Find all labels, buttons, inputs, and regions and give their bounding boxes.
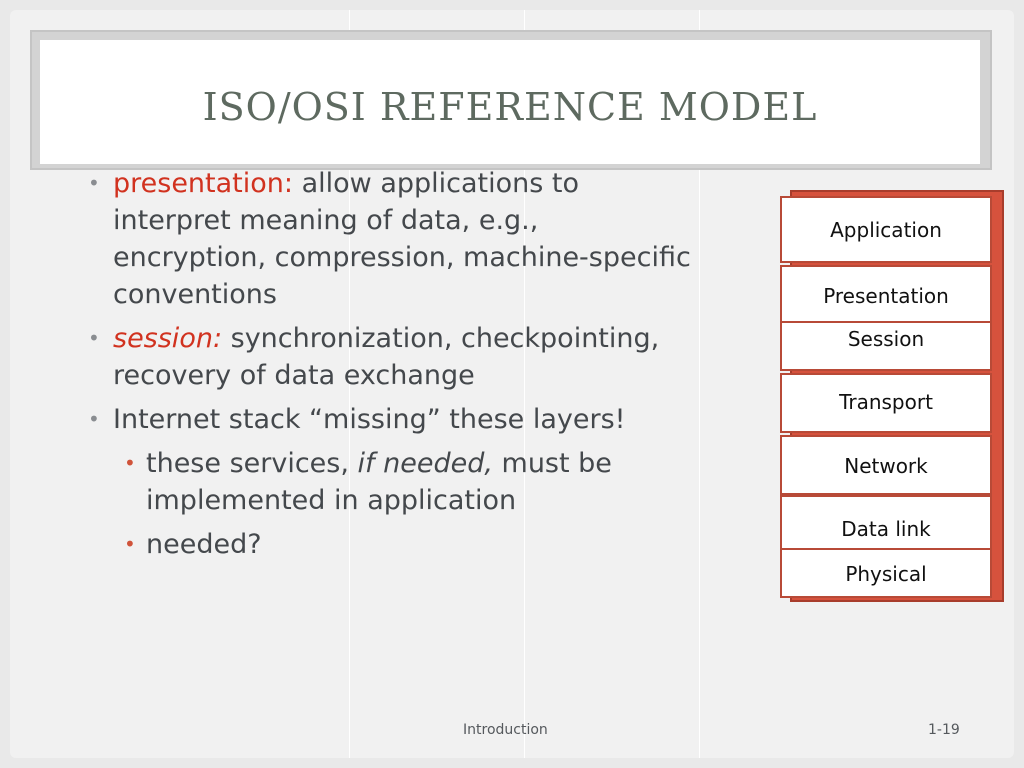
sub-bullet-item: • these services, if needed, must be imp…	[88, 445, 698, 519]
bullet-text: these services,	[146, 448, 358, 479]
layer-session: Session	[780, 321, 992, 371]
bullet-item: • session: synchronization, checkpointin…	[88, 320, 698, 394]
layer-label: Application	[830, 218, 942, 242]
title-box: ISO/OSI REFERENCE MODEL	[40, 40, 980, 164]
layer-presentation: Presentation	[780, 265, 992, 323]
layer-label: Data link	[841, 517, 931, 541]
layer-label: Presentation	[823, 284, 949, 308]
bullet-text: synchronization, checkpointing, recovery…	[113, 323, 660, 391]
layer-data-link: Data link	[780, 495, 992, 550]
layer-application: Application	[780, 196, 992, 263]
bullet-icon: •	[88, 326, 100, 350]
bullet-text: allow applications to interpret meaning …	[113, 168, 691, 310]
background-line	[349, 10, 350, 758]
layer-label: Network	[844, 454, 928, 478]
layer-label: Session	[847, 327, 925, 351]
background-line	[524, 10, 525, 758]
layer-label: Transport	[839, 390, 933, 414]
slide-title: ISO/OSI REFERENCE MODEL	[202, 85, 818, 129]
sub-bullet-icon: •	[124, 532, 136, 556]
slide: ISO/OSI REFERENCE MODEL • presentation: …	[10, 10, 1014, 758]
bullet-text: needed?	[146, 529, 262, 560]
sub-bullet-item: • needed?	[88, 526, 698, 563]
bullet-term: presentation:	[113, 168, 293, 199]
page-number: 1-19	[928, 722, 960, 738]
layer-network: Network	[780, 435, 992, 495]
bullet-list: • presentation: allow applications to in…	[88, 165, 698, 570]
layer-label: Physical	[845, 562, 927, 586]
background-line	[699, 10, 700, 758]
bullet-icon: •	[88, 407, 100, 431]
bullet-icon: •	[88, 171, 100, 195]
bullet-item: • Internet stack “missing” these layers!	[88, 401, 698, 438]
layer-transport: Transport	[780, 373, 992, 433]
footer-title: Introduction	[463, 722, 548, 738]
layer-physical: Physical	[780, 548, 992, 598]
bullet-item: • presentation: allow applications to in…	[88, 165, 698, 313]
bullet-term: session:	[113, 323, 223, 354]
bullet-text: Internet stack “missing” these layers!	[113, 404, 626, 435]
sub-bullet-icon: •	[124, 451, 136, 475]
bullet-text: must be implemented in application	[146, 448, 612, 516]
bullet-italic: if needed,	[357, 448, 493, 479]
